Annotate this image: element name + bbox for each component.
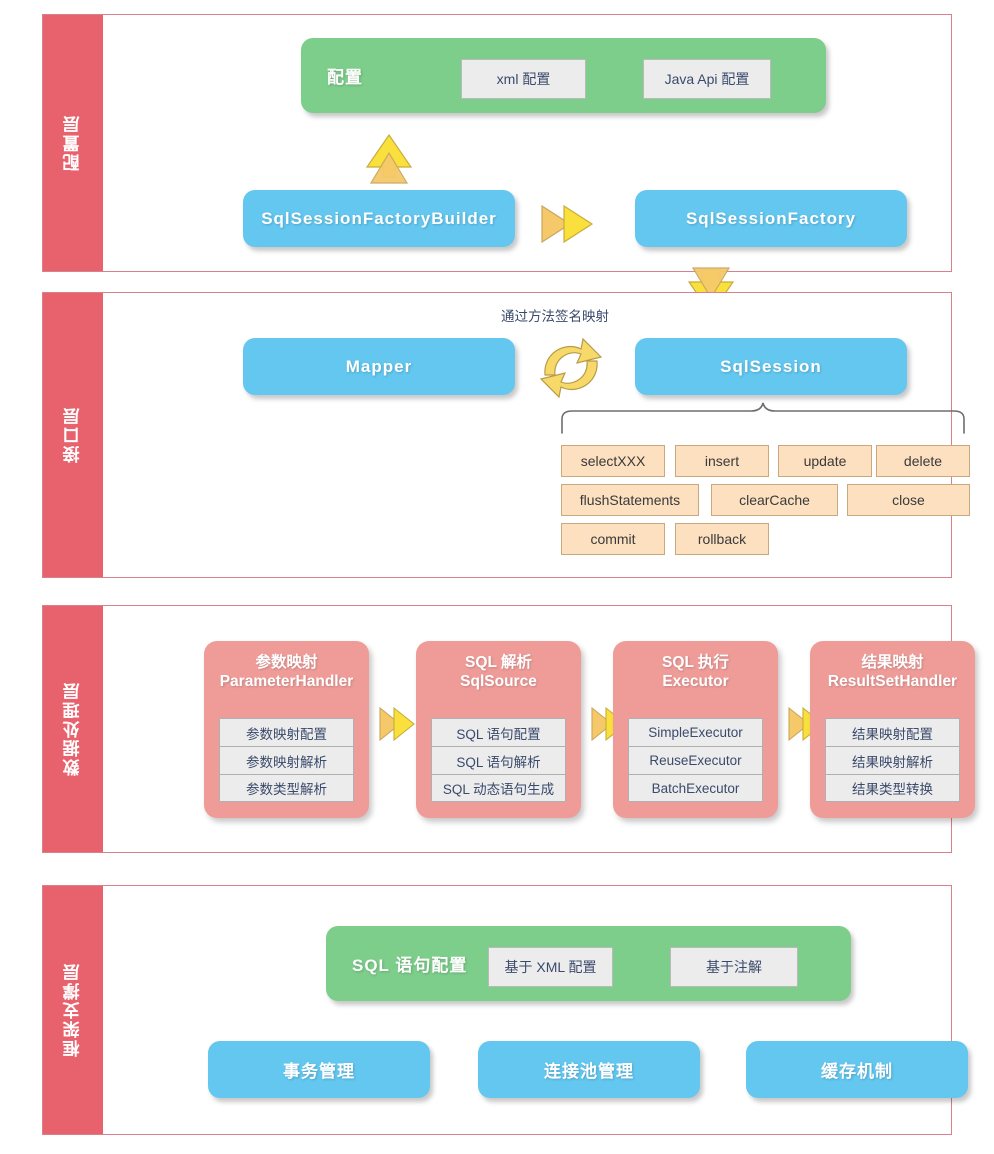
processing-card-title: SQL 执行 Executor — [613, 641, 778, 691]
method-label: rollback — [697, 531, 747, 547]
feature-box-connection-pool[interactable]: 连接池管理 — [478, 1041, 700, 1098]
processing-card-title: SQL 解析 SqlSource — [416, 641, 581, 691]
method-label: delete — [903, 453, 943, 469]
layer-label-data-processing: 数据处理层 — [43, 606, 103, 852]
card-title-en: SqlSource — [460, 673, 537, 690]
card-title-en: Executor — [662, 673, 729, 690]
feature-label: 缓存机制 — [821, 1062, 893, 1081]
card-row[interactable]: SQL 语句解析 — [431, 746, 566, 774]
layer-framework-support: 框架支撑层 SQL 语句配置 基于 XML 配置 基于注解 事务管理 连接池管理… — [42, 885, 968, 1135]
layer-config: 配置层 配置 xml 配置 Java Api 配置 SqlSessionFact… — [42, 14, 952, 272]
config-option-xml[interactable]: xml 配置 — [461, 59, 586, 99]
card-title-cn: 参数映射 — [255, 654, 318, 671]
method-chip-update[interactable]: update — [778, 445, 872, 477]
config-option-xml-label: xml 配置 — [496, 71, 551, 87]
layer-label-interface: 接口层 — [43, 293, 103, 577]
card-row[interactable]: 参数类型解析 — [219, 774, 354, 802]
sqlsessionfactory-box[interactable]: SqlSessionFactory — [635, 190, 907, 247]
method-chip-clearcache[interactable]: clearCache — [711, 484, 838, 516]
layer-body-config: 配置 xml 配置 Java Api 配置 SqlSessionFactoryB… — [103, 15, 951, 271]
processing-card-title: 结果映射 ResultSetHandler — [810, 641, 975, 691]
feature-label: 连接池管理 — [544, 1062, 634, 1081]
sqlsessionfactorybuilder-box[interactable]: SqlSessionFactoryBuilder — [243, 190, 515, 247]
config-panel-title: 配置 — [327, 68, 363, 87]
processing-card-rows: 参数映射配置 参数映射解析 参数类型解析 — [219, 718, 354, 802]
card-row[interactable]: 结果类型转换 — [825, 774, 960, 802]
layer-interface: 接口层 通过方法签名映射 Mapper SqlSession sel — [42, 292, 970, 578]
method-chip-selectxxx[interactable]: selectXXX — [561, 445, 665, 477]
feature-label: 事务管理 — [283, 1062, 355, 1081]
mapping-caption: 通过方法签名映射 — [501, 309, 609, 324]
method-label: insert — [704, 453, 740, 469]
sql-option-xml[interactable]: 基于 XML 配置 — [488, 947, 613, 987]
sql-option-annotation[interactable]: 基于注解 — [670, 947, 798, 987]
processing-card-sqlsource[interactable]: SQL 解析 SqlSource SQL 语句配置 SQL 语句解析 SQL 动… — [416, 641, 581, 818]
card-title-en: ResultSetHandler — [827, 673, 958, 690]
layer-label-config: 配置层 — [43, 15, 103, 271]
method-chip-close[interactable]: close — [847, 484, 970, 516]
method-label: clearCache — [739, 492, 810, 508]
method-label: commit — [590, 531, 636, 547]
sqlsession-label: SqlSession — [720, 356, 822, 376]
method-label: update — [803, 453, 847, 469]
method-chip-delete[interactable]: delete — [876, 445, 970, 477]
processing-card-rows: SQL 语句配置 SQL 语句解析 SQL 动态语句生成 — [431, 718, 566, 802]
right-arrow-builder-to-factory-icon — [541, 204, 594, 244]
config-option-javaapi-label: Java Api 配置 — [664, 71, 750, 87]
processing-card-title: 参数映射 ParameterHandler — [204, 641, 369, 691]
processing-card-rows: SimpleExecutor ReuseExecutor BatchExecut… — [628, 718, 763, 802]
card-row[interactable]: 结果映射解析 — [825, 746, 960, 774]
sql-option-annotation-label: 基于注解 — [706, 959, 762, 975]
feature-box-cache[interactable]: 缓存机制 — [746, 1041, 968, 1098]
processing-card-rows: 结果映射配置 结果映射解析 结果类型转换 — [825, 718, 960, 802]
config-option-javaapi[interactable]: Java Api 配置 — [643, 59, 771, 99]
method-label: selectXXX — [580, 453, 646, 469]
mapper-label: Mapper — [345, 356, 413, 376]
methods-brace-icon — [561, 402, 965, 434]
card-row[interactable]: SQL 动态语句生成 — [431, 774, 566, 802]
method-chip-insert[interactable]: insert — [675, 445, 769, 477]
up-arrow-to-config-icon — [365, 133, 413, 184]
card-row[interactable]: 参数映射配置 — [219, 718, 354, 746]
card-title-cn: SQL 执行 — [662, 654, 729, 671]
layer-data-processing: 数据处理层 参数映射 ParameterHandler 参数映射配置 参数映射解… — [42, 605, 975, 853]
sqlsession-box[interactable]: SqlSession — [635, 338, 907, 395]
card-row[interactable]: ReuseExecutor — [628, 746, 763, 774]
mapper-box[interactable]: Mapper — [243, 338, 515, 395]
flow-arrow-1-icon — [379, 706, 415, 742]
method-chip-rollback[interactable]: rollback — [675, 523, 769, 555]
card-row[interactable]: BatchExecutor — [628, 774, 763, 802]
card-row[interactable]: 参数映射解析 — [219, 746, 354, 774]
layer-label-framework-support: 框架支撑层 — [43, 886, 103, 1134]
processing-card-resultsethandler[interactable]: 结果映射 ResultSetHandler 结果映射配置 结果映射解析 结果类型… — [810, 641, 975, 818]
sql-option-xml-label: 基于 XML 配置 — [504, 959, 597, 975]
card-title-cn: 结果映射 — [861, 654, 924, 671]
method-label: flushStatements — [579, 492, 681, 508]
sqlsessionfactory-label: SqlSessionFactory — [685, 208, 857, 228]
card-row[interactable]: SimpleExecutor — [628, 718, 763, 746]
processing-card-parameterhandler[interactable]: 参数映射 ParameterHandler 参数映射配置 参数映射解析 参数类型… — [204, 641, 369, 818]
feature-box-transaction[interactable]: 事务管理 — [208, 1041, 430, 1098]
layer-body-framework-support: SQL 语句配置 基于 XML 配置 基于注解 事务管理 连接池管理 缓存机制 — [103, 886, 968, 1134]
layer-body-data-processing: 参数映射 ParameterHandler 参数映射配置 参数映射解析 参数类型… — [103, 606, 975, 852]
sqlsessionfactorybuilder-label: SqlSessionFactoryBuilder — [261, 208, 497, 228]
layer-body-interface: 通过方法签名映射 Mapper SqlSession selectXXX — [103, 293, 970, 577]
card-title-en: ParameterHandler — [219, 673, 354, 690]
card-title-cn: SQL 解析 — [465, 654, 532, 671]
processing-card-executor[interactable]: SQL 执行 Executor SimpleExecutor ReuseExec… — [613, 641, 778, 818]
card-row[interactable]: 结果映射配置 — [825, 718, 960, 746]
card-row[interactable]: SQL 语句配置 — [431, 718, 566, 746]
circular-arrows-icon — [539, 337, 603, 399]
method-chip-commit[interactable]: commit — [561, 523, 665, 555]
method-label: close — [892, 492, 925, 508]
method-chip-flushstatements[interactable]: flushStatements — [561, 484, 699, 516]
sql-config-panel-title: SQL 语句配置 — [352, 956, 468, 975]
